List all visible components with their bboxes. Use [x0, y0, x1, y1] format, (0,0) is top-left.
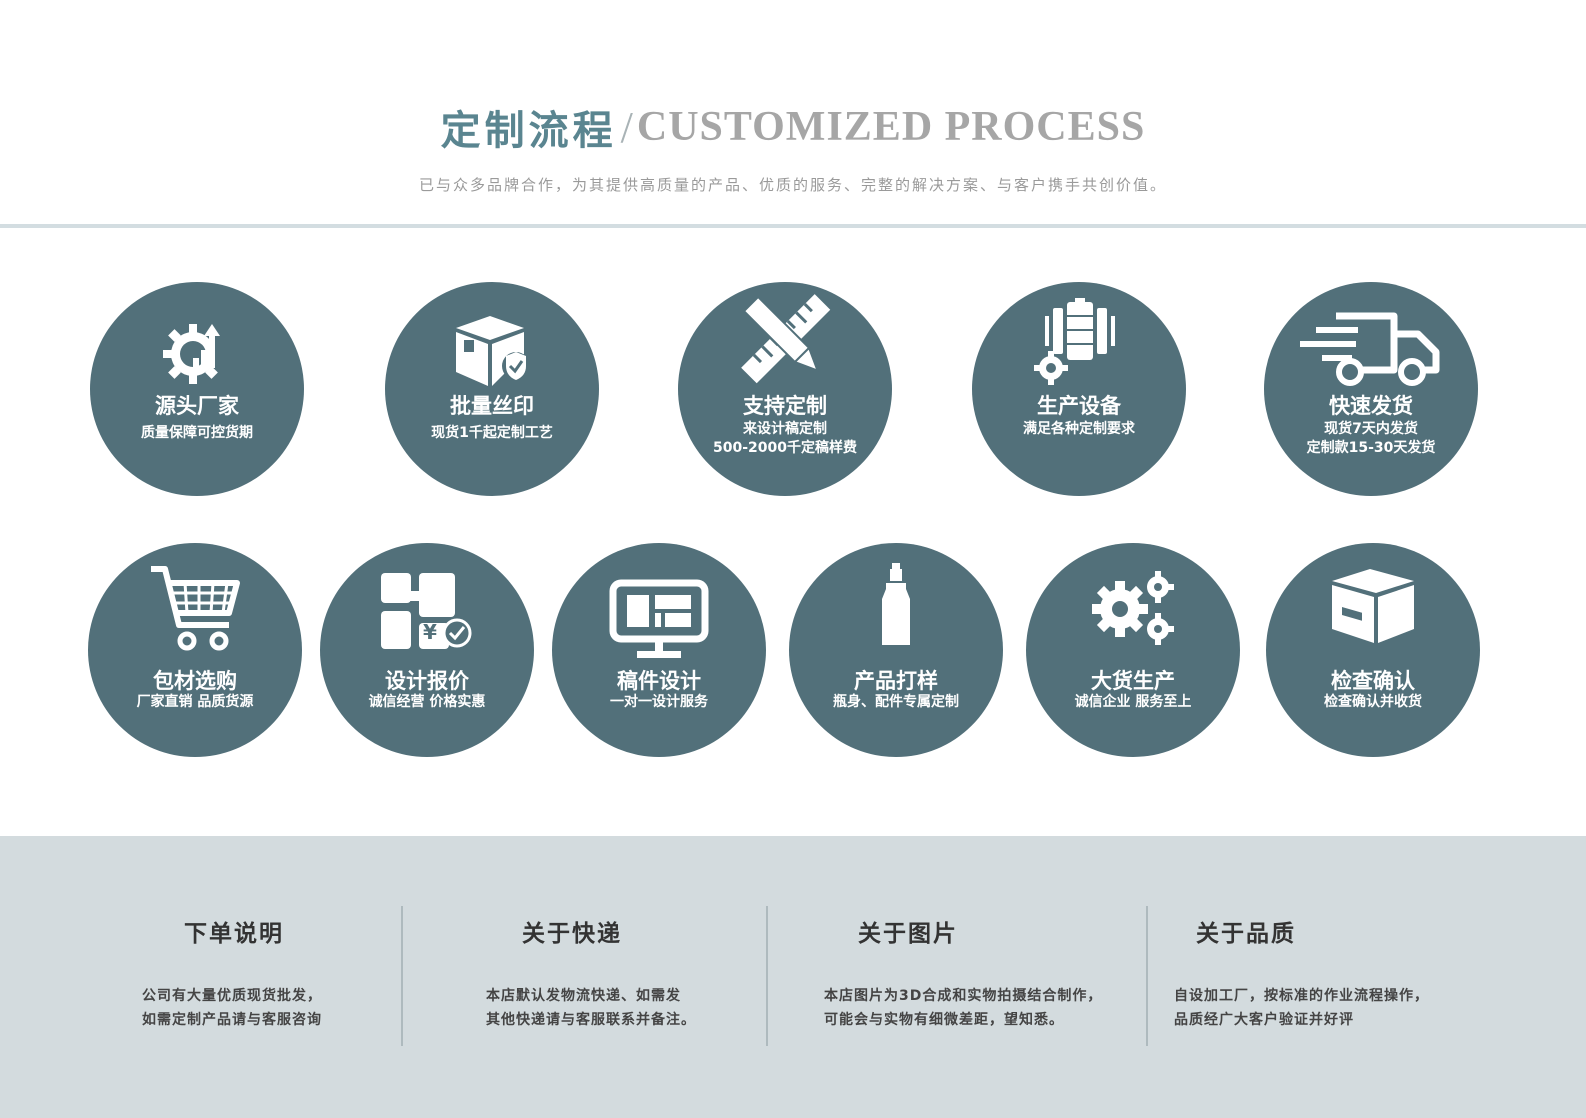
step-packaging-purchase: 包材选购 厂家直销 品质货源 — [88, 543, 302, 757]
step-desc: 来设计稿定制 — [743, 421, 827, 437]
package-box-icon — [1328, 565, 1418, 649]
step-desc: 现货7天内发货 — [1324, 421, 1418, 437]
info-line: 公司有大量优质现货批发， — [142, 988, 322, 1004]
info-text: 自设加工厂，按标准的作业流程操作， 品质经广大客户验证并好评 — [1174, 984, 1429, 1032]
divider — [0, 224, 1586, 228]
info-line: 自设加工厂，按标准的作业流程操作， — [1174, 988, 1429, 1004]
price-quote-icon: ¥ — [379, 571, 475, 657]
step-label: 包材选购 — [153, 669, 237, 693]
info-section: 下单说明 公司有大量优质现货批发， 如需定制产品请与客服咨询 关于快递 本店默认… — [0, 836, 1586, 1118]
step-label: 产品打样 — [854, 669, 938, 693]
step-desc: 诚信经营 价格实惠 — [368, 694, 486, 710]
info-quality: 关于品质 自设加工厂，按标准的作业流程操作， 品质经广大客户验证并好评 — [1148, 836, 1578, 1118]
info-divider — [1146, 906, 1148, 1046]
step-draft-design: 稿件设计 一对一设计服务 — [552, 543, 766, 757]
step-design-quote: ¥ 设计报价 诚信经营 价格实惠 — [320, 543, 534, 757]
info-line: 可能会与实物有细微差距，望知悉。 — [824, 1012, 1064, 1028]
info-shipping: 关于快递 本店默认发物流快递、如需发 其他快递请与客服联系并备注。 — [402, 836, 766, 1118]
info-divider — [401, 906, 403, 1046]
machine-gear-icon — [1031, 298, 1127, 392]
info-title: 关于图片 — [858, 921, 958, 947]
info-title: 关于品质 — [1196, 921, 1296, 947]
info-order-notes: 下单说明 公司有大量优质现货批发， 如需定制产品请与客服咨询 — [0, 836, 400, 1118]
step-desc: 诚信企业 服务至上 — [1074, 694, 1192, 710]
info-divider — [766, 906, 768, 1046]
gear-chart-icon — [157, 318, 237, 388]
box-shield-icon — [450, 310, 534, 394]
info-text: 公司有大量优质现货批发， 如需定制产品请与客服咨询 — [142, 984, 322, 1032]
step-label: 生产设备 — [1037, 394, 1121, 418]
step-mass-production: 大货生产 诚信企业 服务至上 — [1026, 543, 1240, 757]
step-label: 检查确认 — [1331, 669, 1415, 693]
step-label: 设计报价 — [385, 669, 469, 693]
step-label: 稿件设计 — [617, 669, 701, 693]
step-desc: 现货1千起定制工艺 — [431, 425, 553, 441]
shopping-cart-icon — [149, 565, 241, 659]
subtitle: 已与众多品牌合作，为其提供高质量的产品、优质的服务、完整的解决方案、与客户携手共… — [418, 176, 1167, 194]
info-text: 本店图片为3D合成和实物拍摄结合制作， 可能会与实物有细微差距，望知悉。 — [824, 984, 1102, 1032]
step-label: 大货生产 — [1091, 669, 1175, 693]
step-batch-printing: 批量丝印 现货1千起定制工艺 — [385, 282, 599, 496]
info-images: 关于图片 本店图片为3D合成和实物拍摄结合制作， 可能会与实物有细微差距，望知悉… — [768, 836, 1146, 1118]
info-line: 其他快递请与客服联系并备注。 — [486, 1012, 696, 1028]
step-label: 批量丝印 — [450, 394, 534, 418]
monitor-design-icon — [609, 579, 709, 665]
bottle-sample-icon — [876, 563, 916, 651]
step-source-factory: 源头厂家 质量保障可控货期 — [90, 282, 304, 496]
page-title: 定制流程/CUSTOMIZED PROCESS — [0, 98, 1586, 156]
step-label: 源头厂家 — [155, 394, 239, 418]
step-inspection-confirm: 检查确认 检查确认并收货 — [1266, 543, 1480, 757]
step-desc-2: 定制款15-30天发货 — [1306, 440, 1436, 456]
step-desc-2: 500-2000千定稿样费 — [713, 440, 857, 456]
step-desc: 一对一设计服务 — [610, 694, 708, 710]
step-fast-delivery: 快速发货 现货7天内发货 定制款15-30天发货 — [1264, 282, 1478, 496]
step-desc: 厂家直销 品质货源 — [136, 694, 254, 710]
step-product-sample: 产品打样 瓶身、配件专属定制 — [789, 543, 1003, 757]
header: 定制流程/CUSTOMIZED PROCESS 已与众多品牌合作，为其提供高质量… — [0, 0, 1586, 230]
step-label: 支持定制 — [743, 394, 827, 418]
step-custom-support: 支持定制 来设计稿定制 500-2000千定稿样费 — [678, 282, 892, 496]
info-line: 本店图片为3D合成和实物拍摄结合制作， — [824, 988, 1103, 1004]
step-desc: 检查确认并收货 — [1324, 694, 1422, 710]
info-title: 关于快递 — [522, 921, 622, 947]
svg-text:¥: ¥ — [423, 620, 437, 644]
info-line: 本店默认发物流快递、如需发 — [486, 988, 681, 1004]
delivery-truck-icon — [1298, 308, 1444, 392]
step-production-equipment: 生产设备 满足各种定制要求 — [972, 282, 1186, 496]
step-desc: 瓶身、配件专属定制 — [833, 694, 959, 710]
title-cn: 定制流程 — [440, 107, 617, 154]
title-en: CUSTOMIZED PROCESS — [636, 104, 1146, 150]
info-line: 如需定制产品请与客服咨询 — [142, 1012, 322, 1028]
step-desc: 满足各种定制要求 — [1023, 421, 1135, 437]
gears-icon — [1088, 569, 1178, 653]
step-label: 快速发货 — [1329, 394, 1413, 418]
info-title: 下单说明 — [184, 921, 284, 947]
step-desc: 质量保障可控货期 — [141, 425, 253, 441]
info-text: 本店默认发物流快递、如需发 其他快递请与客服联系并备注。 — [486, 984, 696, 1032]
ruler-pencil-icon — [735, 290, 835, 390]
info-line: 品质经广大客户验证并好评 — [1174, 1012, 1354, 1028]
title-separator: / — [620, 102, 633, 152]
